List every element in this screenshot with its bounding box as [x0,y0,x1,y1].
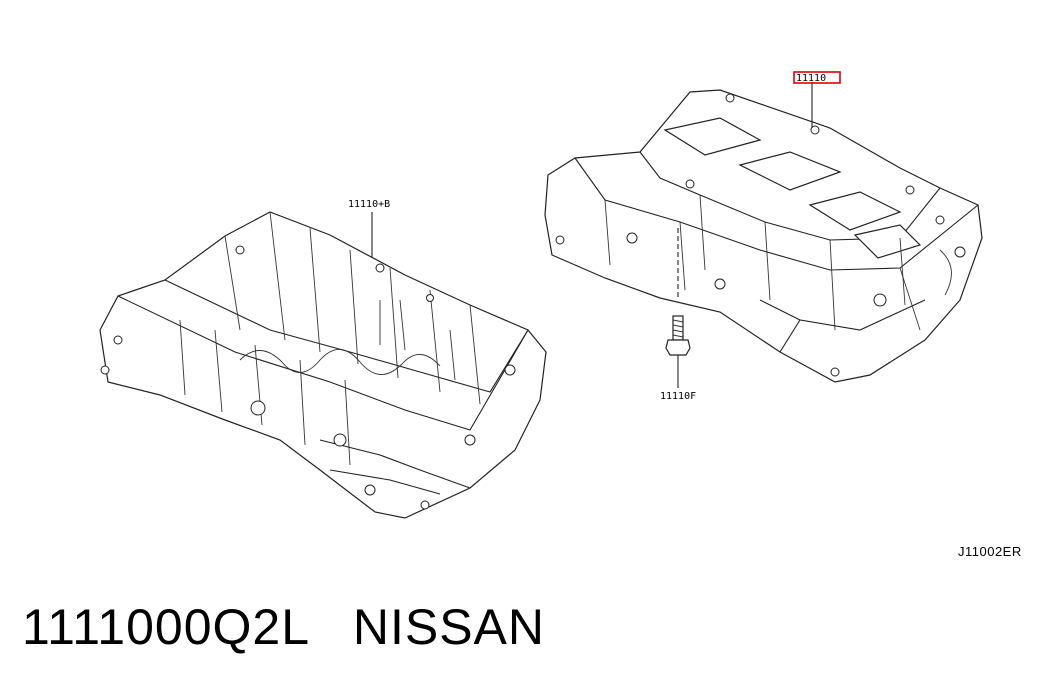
reference-code: J11002ER [958,544,1022,559]
footer: 1111000Q2L NISSAN [22,596,545,658]
lower-crankcase-assembly [99,211,547,519]
callout-right-part: 11110 [796,73,826,84]
callout-bolt: 11110F [660,391,696,402]
part-number: 1111000Q2L [22,599,309,655]
oil-pan-upper [544,89,983,383]
brand-name: NISSAN [352,599,546,655]
bolt [665,228,691,388]
callout-left-part: 11110+B [348,199,390,210]
highlight-box [793,71,841,84]
